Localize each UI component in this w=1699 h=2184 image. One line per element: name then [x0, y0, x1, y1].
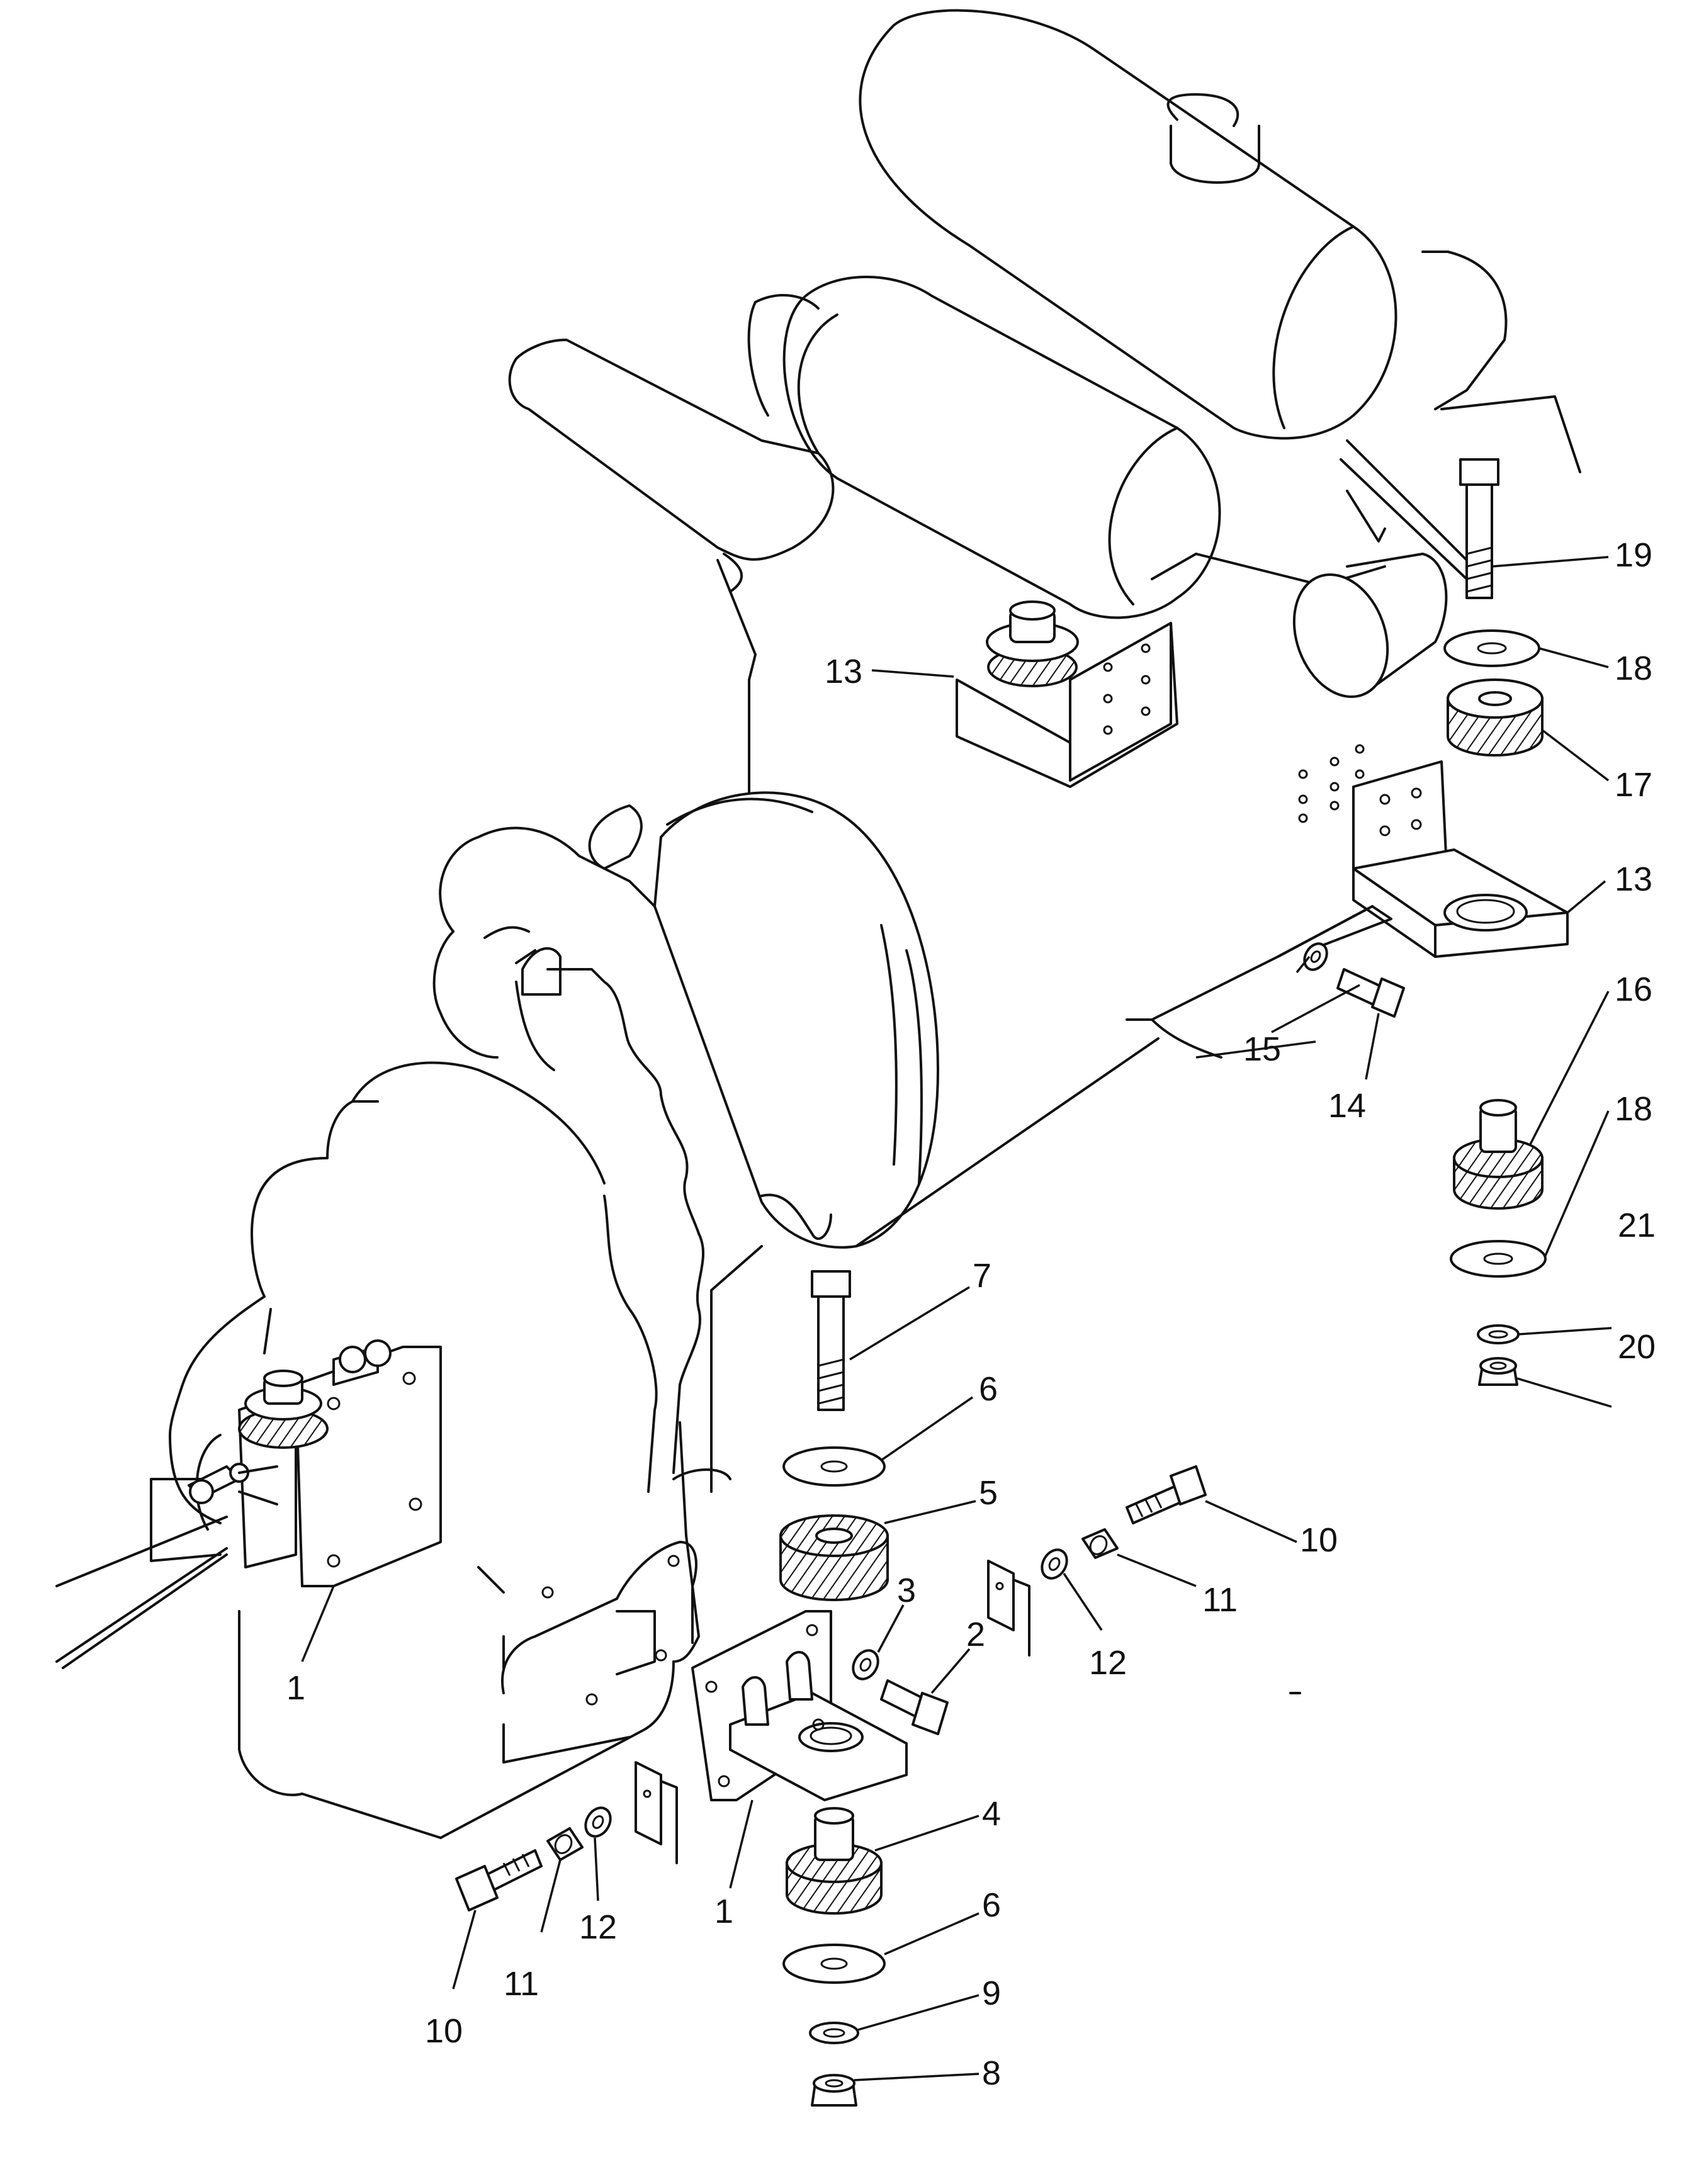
- engine-mount-bracket-right: [1277, 760, 1569, 958]
- callout-11-lower: 11: [504, 1965, 539, 2003]
- callout-1-upper: 1: [286, 1669, 305, 1707]
- callout-2: 2: [966, 1616, 985, 1653]
- callout-13-upper: 13: [825, 653, 862, 690]
- callout-4: 4: [982, 1795, 1001, 1833]
- washer-3: [852, 1649, 879, 1680]
- callout-20: 20: [1618, 1328, 1656, 1366]
- nut-11-lower: [546, 1827, 584, 1861]
- bolt-19: [1459, 458, 1499, 599]
- callout-labels: 13 19 18 17 13 16 15 14 18 21 20 7 6 5 1…: [286, 536, 1656, 2092]
- callout-6-upper: 6: [979, 1370, 998, 1408]
- callout-9: 9: [982, 1974, 1001, 2012]
- callout-8: 8: [982, 2054, 1001, 2092]
- callout-13-right: 13: [1615, 860, 1652, 898]
- washer-12-upper: [1041, 1548, 1068, 1580]
- callout-3: 3: [897, 1572, 916, 1609]
- nut-20: [1478, 1357, 1518, 1386]
- nut-11-upper: [1081, 1528, 1119, 1559]
- callout-17: 17: [1615, 766, 1652, 804]
- callout-10-lower: 10: [425, 2012, 463, 2050]
- engine-mount-bracket-upper: [956, 600, 1178, 788]
- callout-16: 16: [1615, 971, 1652, 1008]
- leader-lines: [301, 556, 1612, 2081]
- washer-21: [1477, 1324, 1520, 1344]
- bolt-14: [1336, 968, 1405, 1018]
- washer-6-lower: [782, 1944, 886, 1984]
- cushion-5: [779, 1514, 889, 1601]
- callout-19: 19: [1615, 536, 1652, 574]
- bolt-2: [880, 1679, 949, 1735]
- washer-6-upper: [782, 1446, 886, 1487]
- callout-11-upper: 11: [1202, 1581, 1238, 1619]
- washer-18-upper: [1443, 629, 1540, 667]
- bolt-7: [811, 1270, 851, 1411]
- callout-12-lower: 12: [579, 1908, 617, 1946]
- bolt-10-upper: [1126, 1465, 1207, 1524]
- washer-15: [1303, 942, 1328, 971]
- washer-12-lower: [584, 1806, 612, 1838]
- callout-1-lower: 1: [714, 1893, 733, 1930]
- nut-8: [811, 2074, 857, 2107]
- callout-7: 7: [973, 1257, 991, 1295]
- washer-18-lower: [1450, 1240, 1547, 1278]
- pipe-right: [1340, 439, 1474, 580]
- engine-outline: [55, 9, 1581, 1839]
- callout-12-upper: 12: [1089, 1644, 1127, 1682]
- bolt-10-lower: [455, 1849, 543, 1911]
- shim-plate-lower: [635, 1761, 678, 1864]
- callout-5: 5: [979, 1474, 998, 1512]
- callout-18-upper: 18: [1615, 650, 1652, 687]
- transmission-mount-assembly: [188, 1339, 442, 1587]
- stray-hole-marks: [1298, 744, 1365, 823]
- cushion-16: [1453, 1099, 1544, 1210]
- callout-10-upper: 10: [1300, 1521, 1338, 1559]
- callout-21: 21: [1618, 1207, 1656, 1244]
- washer-9: [809, 2022, 859, 2044]
- callout-14: 14: [1328, 1087, 1366, 1125]
- callout-18-lower: 18: [1615, 1090, 1652, 1128]
- callout-15: 15: [1243, 1030, 1281, 1068]
- shim-plate-upper: [987, 1560, 1030, 1657]
- cylinder-right: [1292, 553, 1448, 698]
- callout-6-lower: 6: [982, 1886, 1001, 1924]
- cushion-4: [786, 1807, 883, 1915]
- mount-bracket-lower: [691, 1610, 908, 1801]
- cushion-17: [1447, 678, 1544, 757]
